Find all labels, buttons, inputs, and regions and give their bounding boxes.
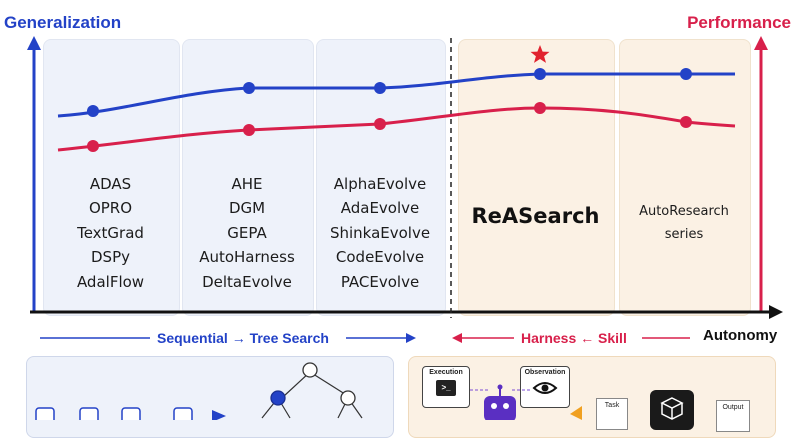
task-label: Task <box>604 402 620 409</box>
harness-text: Harness <box>521 330 577 346</box>
method-label: AdalFlow <box>76 272 145 291</box>
method-label: TextGrad <box>77 223 144 242</box>
terminal-icon: >_ <box>436 380 456 396</box>
right-axis-arrowhead <box>754 36 768 50</box>
harness-skill-label: Harness ← Skill <box>521 330 627 346</box>
column-3-methods: AlphaEvolve AdaEvolve ShinkaEvolve CodeE… <box>316 172 444 294</box>
sequential-text: Sequential <box>157 330 228 346</box>
sequential-label: Sequential → Tree Search <box>157 330 329 346</box>
tree-edge <box>309 371 349 397</box>
sequence-box <box>35 407 55 420</box>
performance-point-3 <box>374 118 386 130</box>
column-5-methods: AutoResearch series <box>619 200 749 246</box>
method-label: DSPy <box>91 248 130 267</box>
column-panel-1 <box>43 39 180 316</box>
generalization-point-5 <box>680 68 692 80</box>
tree-search-text: Tree Search <box>249 330 329 346</box>
performance-curve <box>57 106 736 152</box>
method-label: AlphaEvolve <box>333 175 427 193</box>
cube-tile <box>650 390 694 430</box>
execution-card: Execution >_ <box>422 366 470 408</box>
method-label: AutoResearch <box>639 204 729 219</box>
search-preview-graphic <box>35 362 363 420</box>
method-label: AHE <box>231 175 263 193</box>
orange-arrow <box>570 406 582 420</box>
sequence-box <box>121 407 141 420</box>
method-label: ADAS <box>89 175 132 193</box>
robot-icon <box>470 384 530 420</box>
column-panel-5 <box>619 39 751 316</box>
generalization-axis-title: Generalization <box>4 13 122 32</box>
observation-label: Observation <box>524 369 566 376</box>
tree-node <box>340 390 356 406</box>
column-2-methods: AHE DGM GEPA AutoHarness DeltaEvolve <box>182 172 312 294</box>
left-progression-arrowhead <box>406 333 416 343</box>
method-label: AdaEvolve <box>340 199 420 218</box>
generalization-point-1 <box>87 105 99 117</box>
robot-head <box>484 396 516 420</box>
generalization-curve <box>57 72 735 118</box>
method-label: DGM <box>228 199 266 218</box>
axes-and-curves <box>27 36 783 319</box>
eye-icon <box>532 382 558 394</box>
sequence-arrow <box>212 410 226 420</box>
method-label: DeltaEvolve <box>202 272 292 291</box>
column-panel-4 <box>458 39 615 316</box>
sequence-box <box>79 407 99 420</box>
autonomy-axis-title: Autonomy <box>703 327 778 344</box>
performance-point-2 <box>243 124 255 136</box>
method-label: series <box>664 227 704 242</box>
skill-text: Skill <box>598 330 627 346</box>
performance-point-1 <box>87 140 99 152</box>
bottom-axis-arrowhead <box>769 305 783 319</box>
tree-node <box>302 362 318 378</box>
output-label: Output <box>722 404 744 411</box>
observation-card: Observation <box>520 366 570 408</box>
tree-node-selected <box>270 390 286 406</box>
right-progression-arrowhead <box>452 333 462 343</box>
method-label: GEPA <box>227 223 267 242</box>
reasearch-highlight: ReASearch <box>471 204 600 228</box>
output-card: Output <box>716 400 750 432</box>
performance-point-4 <box>534 102 546 114</box>
robot-eye <box>503 403 509 409</box>
star-icon <box>530 45 550 63</box>
execution-label: Execution <box>429 369 463 376</box>
sequence-box <box>173 407 193 420</box>
method-label: AutoHarness <box>199 248 295 267</box>
performance-point-5 <box>680 116 692 128</box>
task-card: Task <box>596 398 628 430</box>
robot-eye <box>491 403 497 409</box>
progression-arrow: ← <box>580 330 595 346</box>
method-label: ShinkaEvolve <box>329 223 431 242</box>
method-label: CodeEvolve <box>335 248 425 267</box>
generalization-point-3 <box>374 82 386 94</box>
progression-arrow: → <box>231 330 246 346</box>
column-1-methods: ADAS OPRO TextGrad DSPy AdalFlow <box>43 172 178 294</box>
performance-axis-title: Performance <box>687 13 791 32</box>
generalization-point-2 <box>243 82 255 94</box>
cube-icon <box>660 397 684 420</box>
generalization-point-4 <box>534 68 546 80</box>
progression-lines <box>40 333 690 343</box>
left-axis-arrowhead <box>27 36 41 50</box>
method-label: OPRO <box>88 199 133 218</box>
method-label: PACEvolve <box>340 272 420 291</box>
